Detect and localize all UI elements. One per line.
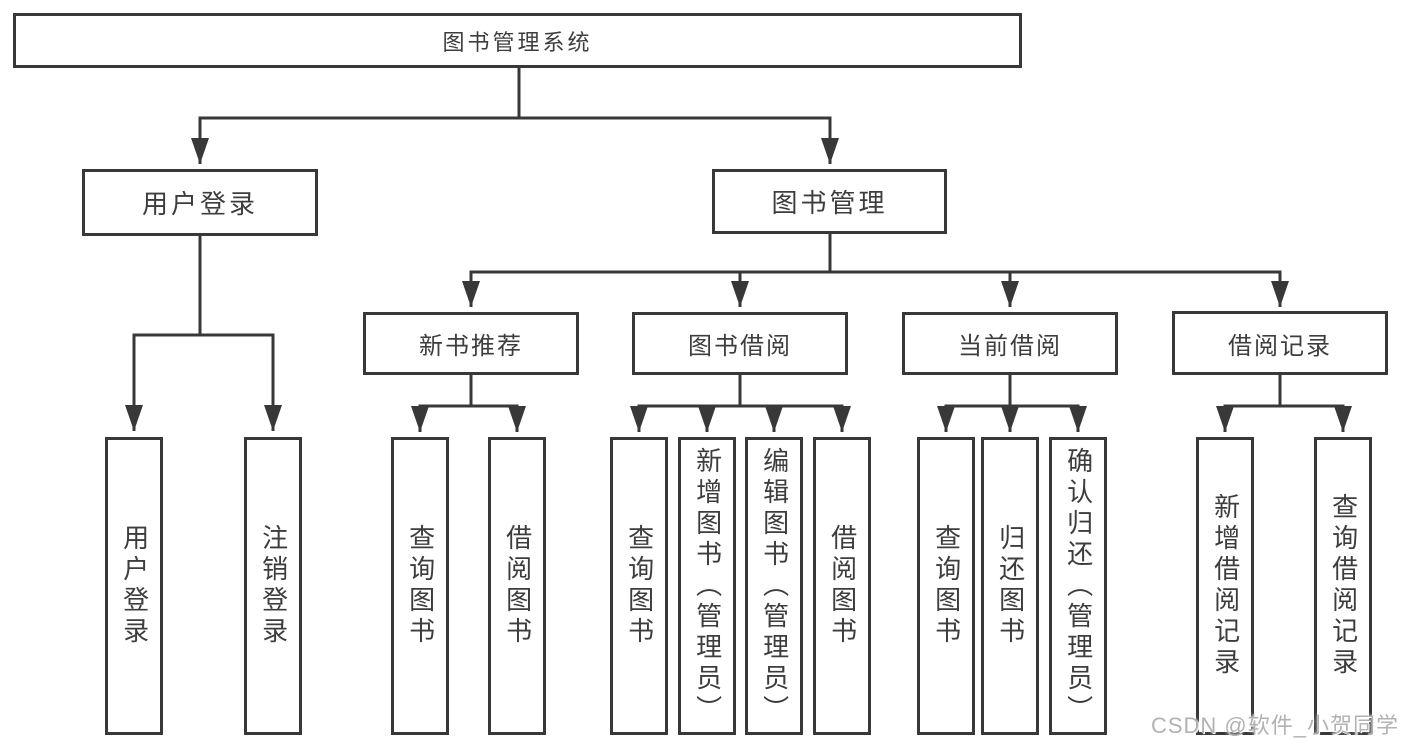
leaf-label: 注销登录 — [258, 524, 289, 648]
node-label: 图书管理系统 — [442, 29, 593, 55]
node-label: 图书管理 — [771, 188, 888, 218]
node-label: 借阅记录 — [1228, 332, 1332, 360]
leaf-query-books-recommend: 查询图书 — [391, 437, 449, 735]
leaf-label: 编辑图书（管理员） — [759, 446, 790, 726]
leaf-add-books-admin: 新增图书（管理员） — [678, 437, 736, 735]
leaf-confirm-return-admin: 确认归还（管理员） — [1049, 437, 1107, 735]
node-user-login: 用户登录 — [82, 169, 318, 236]
leaf-borrow-books-recommend: 借阅图书 — [488, 437, 546, 735]
node-label: 图书借阅 — [688, 333, 792, 360]
leaf-add-borrow-record: 新增借阅记录 — [1196, 437, 1254, 735]
node-book-borrowing: 图书借阅 — [632, 312, 848, 375]
leaf-label: 新增借阅记录 — [1210, 493, 1241, 679]
leaf-borrow-books-borrowing: 借阅图书 — [813, 437, 871, 735]
leaf-return-books: 归还图书 — [981, 437, 1039, 735]
leaf-label: 查询图书 — [624, 524, 655, 648]
node-book-management: 图书管理 — [712, 169, 947, 234]
leaf-query-books-current: 查询图书 — [917, 437, 975, 735]
leaf-logout-login: 注销登录 — [244, 437, 302, 735]
leaf-label: 查询借阅记录 — [1328, 493, 1359, 679]
leaf-label: 确认归还（管理员） — [1063, 446, 1094, 726]
leaf-user-login: 用户登录 — [105, 437, 163, 735]
leaf-label: 借阅图书 — [827, 524, 858, 648]
leaf-label: 用户登录 — [119, 524, 150, 648]
leaf-label: 查询图书 — [405, 524, 436, 648]
leaf-label: 新增图书（管理员） — [692, 446, 723, 726]
node-borrowing-records: 借阅记录 — [1172, 311, 1388, 375]
leaf-label: 归还图书 — [995, 524, 1026, 648]
leaf-query-borrow-record: 查询借阅记录 — [1314, 437, 1372, 735]
leaf-label: 查询图书 — [931, 524, 962, 648]
node-library-management-system: 图书管理系统 — [13, 13, 1022, 68]
node-current-borrowing: 当前借阅 — [902, 312, 1118, 375]
node-label: 当前借阅 — [958, 333, 1062, 360]
node-new-book-recommendation: 新书推荐 — [363, 312, 579, 375]
leaf-edit-books-admin: 编辑图书（管理员） — [745, 437, 803, 735]
leaf-query-books-borrowing: 查询图书 — [610, 437, 668, 735]
leaf-label: 借阅图书 — [502, 524, 533, 648]
node-label: 新书推荐 — [419, 333, 523, 360]
node-label: 用户登录 — [141, 189, 258, 219]
csdn-watermark: CSDN @软件_小贺同学 — [1150, 713, 1399, 738]
